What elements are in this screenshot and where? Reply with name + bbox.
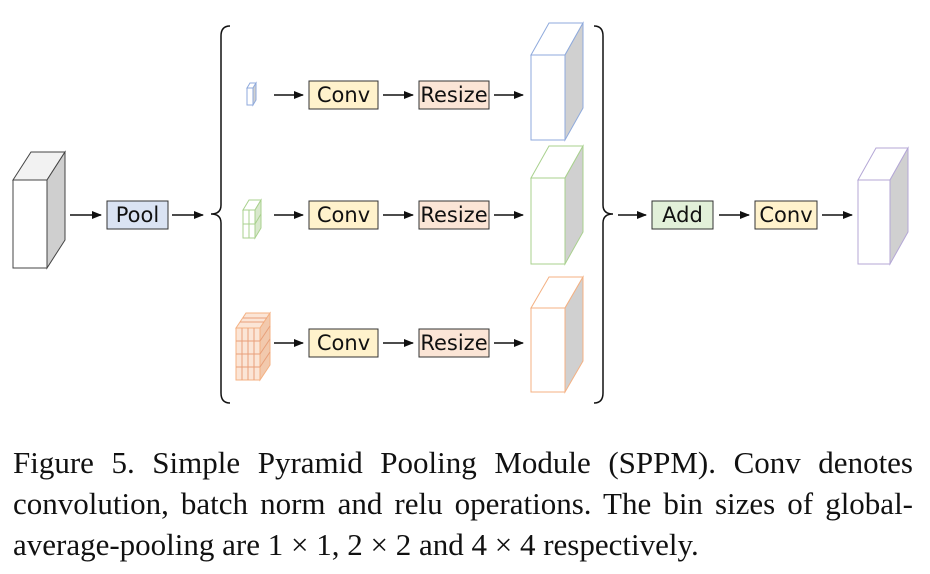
- resize-label: Resize: [420, 203, 487, 227]
- branch-1: Conv Resize: [246, 21, 584, 142]
- conv-box-3: Conv: [308, 328, 379, 358]
- sppm-diagram: Pool Conv Resize: [12, 21, 909, 404]
- left-brace: [210, 25, 231, 404]
- resize-box-2: Resize: [418, 200, 490, 230]
- input-feature-map: [12, 150, 66, 270]
- pool-label: Pool: [116, 203, 159, 227]
- pooled-map-2x2: [242, 198, 262, 240]
- final-conv-label: Conv: [759, 203, 812, 227]
- branch-2: Conv Resize: [242, 144, 584, 266]
- add-box: Add: [651, 200, 714, 230]
- upsampled-map-1: [530, 21, 584, 142]
- conv-box-1: Conv: [308, 80, 379, 110]
- final-conv-box: Conv: [754, 200, 818, 230]
- resize-label: Resize: [420, 331, 487, 355]
- conv-label: Conv: [317, 203, 370, 227]
- output-feature-map: [857, 146, 909, 266]
- add-label: Add: [662, 203, 703, 227]
- conv-box-2: Conv: [308, 200, 379, 230]
- pooled-map-1x1: [246, 81, 257, 107]
- pool-box: Pool: [106, 200, 169, 230]
- branch-3: Conv Resize: [235, 275, 584, 394]
- figure-caption: Figure 5. Simple Pyramid Pooling Module …: [13, 445, 913, 562]
- resize-box-1: Resize: [418, 80, 490, 110]
- pooled-map-4x4: [235, 311, 271, 382]
- conv-label: Conv: [317, 83, 370, 107]
- right-brace: [593, 25, 614, 404]
- resize-label: Resize: [420, 83, 487, 107]
- conv-label: Conv: [317, 331, 370, 355]
- upsampled-map-3: [530, 275, 584, 394]
- resize-box-3: Resize: [418, 328, 490, 358]
- upsampled-map-2: [530, 144, 584, 266]
